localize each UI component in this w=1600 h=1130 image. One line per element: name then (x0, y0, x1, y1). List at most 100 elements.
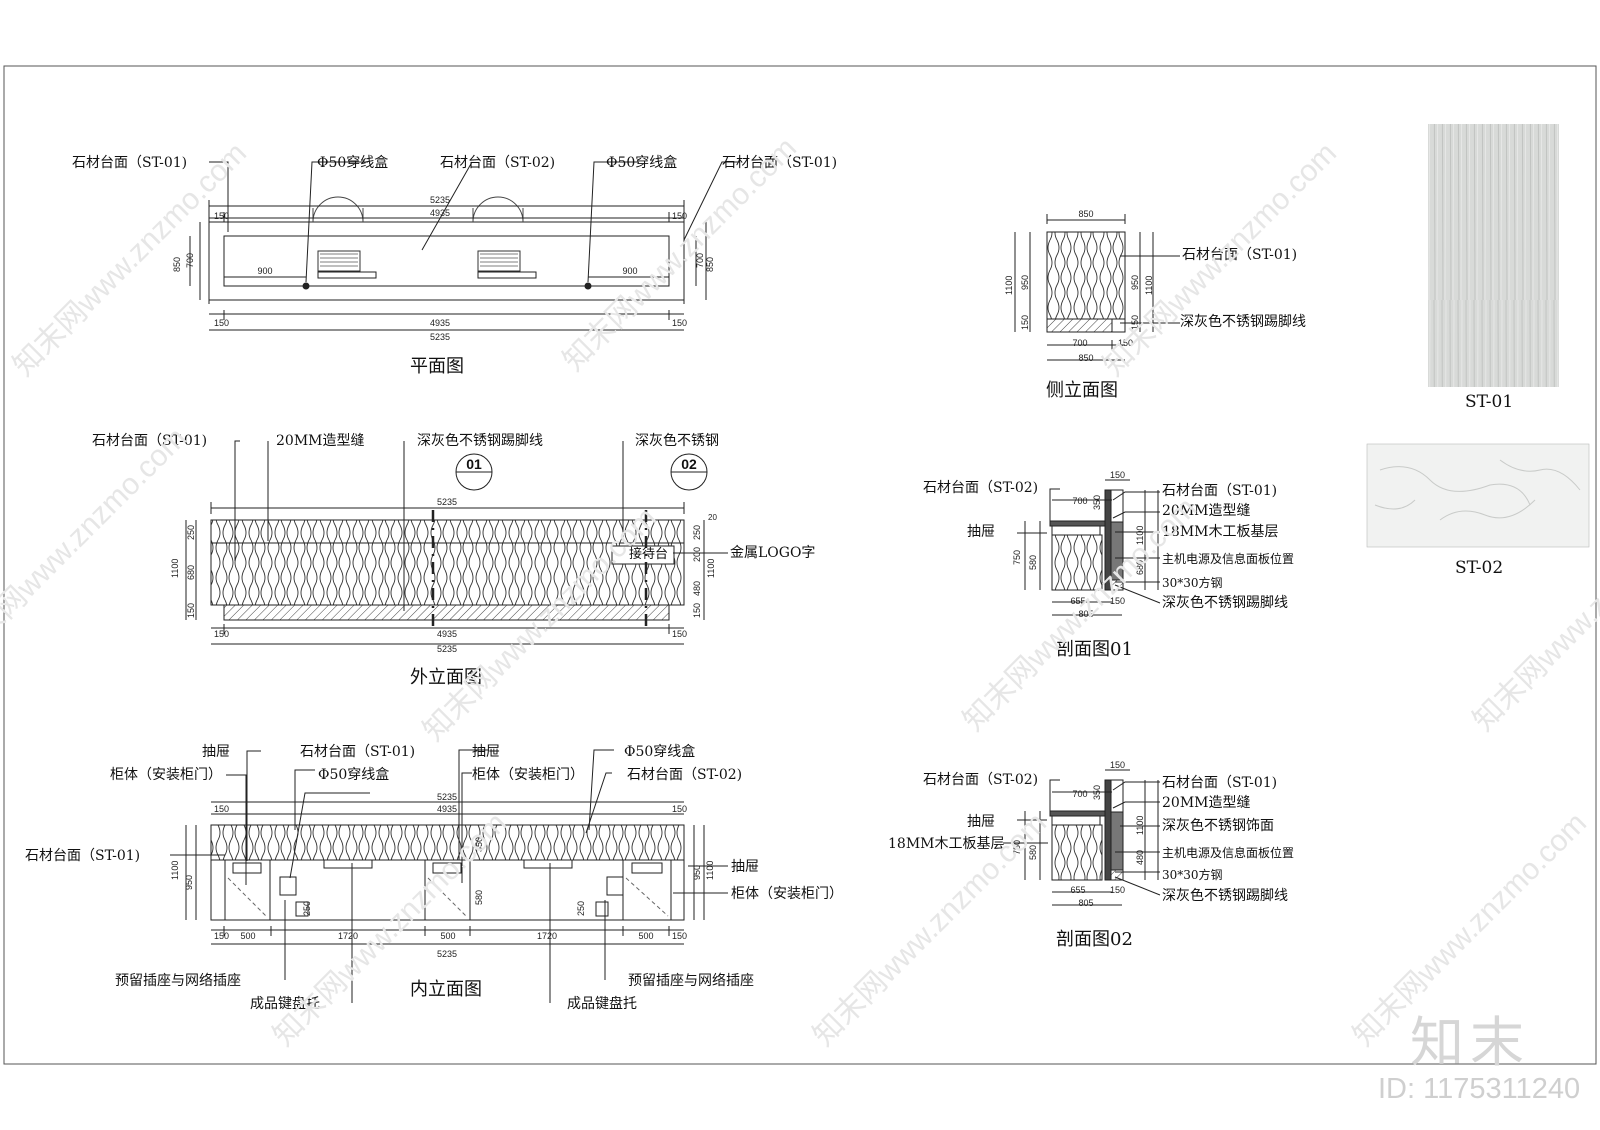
inner-dim-250: 250 (576, 901, 586, 916)
outer-label-groove: 20MM造型缝 (276, 433, 365, 449)
inner-label-keyboard-left: 成品键盘托 (250, 996, 320, 1012)
inner-label-drawer-right: 抽屉 (731, 859, 759, 875)
inner-dim-edge: 150 (214, 804, 229, 814)
s1-label-panel: 主机电源及信息面板位置 (1162, 552, 1295, 566)
inner-dim-500: 500 (638, 931, 653, 941)
s1-label-kickplate: 深灰色不锈钢踢脚线 (1162, 595, 1288, 611)
inner-label-socket-left: 预留插座与网络插座 (115, 973, 241, 989)
plan-dim-edge: 150 (672, 318, 687, 328)
outer-dim-height: 1100 (170, 559, 180, 578)
inner-label-socket-right: 预留插座与网络插座 (628, 973, 754, 989)
inner-dim-edge: 150 (672, 804, 687, 814)
plan-dim-edge: 150 (214, 318, 229, 328)
section-01 (1017, 479, 1161, 616)
inner-label-cabinet-middle: 柜体（安装柜门） (472, 767, 584, 783)
outer-elevation-title: 外立面图 (410, 667, 482, 688)
plan-label-st01-right: 石材台面（ST-01) (722, 155, 838, 171)
outer-dim-height-right: 1100 (706, 559, 716, 578)
s2-dim-350: 350 (1092, 785, 1102, 800)
section-marker-01: 01 (466, 456, 482, 472)
inner-label-st02: 石材台面（ST-02) (627, 767, 743, 783)
plan-dim-edge: 150 (214, 211, 229, 221)
swatch-st02 (1366, 443, 1590, 548)
side-label-st01: 石材台面（ST-01) (1182, 247, 1298, 263)
s2-label-groove: 20MM造型缝 (1162, 795, 1251, 811)
swatch-st01-caption: ST-01 (1465, 392, 1514, 412)
inner-dim-500: 500 (240, 931, 255, 941)
outer-dim-total: 5235 (437, 497, 457, 507)
plan-label-st01-left: 石材台面（ST-01) (72, 155, 188, 171)
inner-dimension-text: 5235 4935 5235 150 150 150 150 500 500 5… (170, 792, 715, 959)
side-elevation-title: 侧立面图 (1046, 380, 1118, 401)
inner-dim-total-bottom: 5235 (437, 949, 457, 959)
inner-elevation (170, 749, 728, 1003)
side-dim-850: 850 (1078, 209, 1093, 219)
s1-dim-700: 700 (1072, 496, 1087, 506)
side-dim-150-left: 150 (1020, 315, 1030, 330)
s1-dim-350: 350 (1092, 495, 1102, 510)
outer-dim-250: 250 (186, 525, 196, 540)
s1-dim-150-bottom: 150 (1110, 596, 1125, 606)
swatch-st02-caption: ST-02 (1455, 558, 1504, 578)
s2-dim-805: 805 (1078, 898, 1093, 908)
plan-label-wire-box-right: Φ50穿线盒 (606, 155, 678, 171)
outer-dim-200: 200 (692, 547, 702, 562)
swatch-st01 (1428, 124, 1559, 387)
s1-label-groove: 20MM造型缝 (1162, 503, 1251, 519)
plan-dim-inner-bottom: 4935 (430, 318, 450, 328)
s2-label-st01: 石材台面（ST-01) (1162, 775, 1278, 791)
inner-dim-1720: 1720 (537, 931, 557, 941)
s1-dim-750: 750 (1012, 550, 1022, 565)
inner-elevation-title: 内立面图 (410, 979, 482, 1000)
s1-dim-150: 150 (1110, 470, 1125, 480)
outer-dim-680: 680 (186, 565, 196, 580)
outer-dim-250-right: 250 (692, 525, 702, 540)
outer-dim-480: 480 (692, 581, 702, 596)
outer-label-steel: 深灰色不锈钢 (635, 433, 719, 449)
s2-dim-1100: 1100 (1135, 816, 1145, 835)
plan-label-wire-box-left: Φ50穿线盒 (317, 155, 389, 171)
side-dim-700: 700 (1072, 338, 1087, 348)
s1-label-st01: 石材台面（ST-01) (1162, 483, 1278, 499)
inner-dim-350: 350 (474, 837, 484, 852)
s1-label-st02: 石材台面（ST-02) (923, 480, 1039, 496)
outer-dim-edge: 150 (672, 629, 687, 639)
section-02-dimension-text: 700 655 805 150 150 750 580 1100 480 350 (1012, 760, 1145, 908)
inner-label-st01: 石材台面（ST-01) (300, 744, 416, 760)
s1-dim-580: 580 (1028, 555, 1038, 570)
outer-section-markers: 01 02 (466, 456, 697, 472)
outer-dim-total-bottom: 5235 (437, 644, 457, 654)
inner-dim-250: 250 (302, 901, 312, 916)
inner-dim-500: 500 (440, 931, 455, 941)
s2-label-st02: 石材台面（ST-02) (923, 772, 1039, 788)
s2-dim-150: 150 (1110, 760, 1125, 770)
inner-label-wire-box-left: Φ50穿线盒 (318, 767, 390, 783)
inner-label-st01-left: 石材台面（ST-01) (25, 848, 141, 864)
section-01-dimension-text: 700 655 805 150 150 750 580 1100 680 350 (1012, 470, 1145, 619)
s1-label-steel-tube: 30*30方钢 (1162, 576, 1223, 590)
plan-title: 平面图 (410, 356, 464, 377)
inner-dim-950: 950 (184, 875, 194, 890)
inner-dim-1100-right: 1100 (705, 861, 715, 880)
s2-dim-700: 700 (1072, 789, 1087, 799)
s2-dim-150-bottom: 150 (1110, 885, 1125, 895)
outer-label-st01: 石材台面（ST-01) (92, 433, 208, 449)
s1-dim-680: 680 (1135, 560, 1145, 575)
s1-label-drawer: 抽屉 (967, 524, 995, 540)
inner-dim-edge: 150 (214, 931, 229, 941)
inner-label-cabinet-right: 柜体（安装柜门） (731, 886, 843, 902)
outer-dimension-text: 5235 4935 5235 150 150 1100 680 250 150 … (170, 497, 717, 654)
plan-dim-total-bottom: 5235 (430, 332, 450, 342)
plan-dim-offset: 900 (622, 266, 637, 276)
side-dim-150: 150 (1118, 338, 1133, 348)
outer-dim-inner: 4935 (437, 629, 457, 639)
s2-label-panel: 主机电源及信息面板位置 (1162, 846, 1295, 860)
outer-dim-150-right: 150 (692, 603, 702, 618)
s1-dim-805: 805 (1078, 609, 1093, 619)
plan-label-st02: 石材台面（ST-02) (440, 155, 556, 171)
outer-label-logo: 金属LOGO字 (730, 545, 816, 561)
section-marker-02: 02 (681, 456, 697, 472)
plan-dim-inner-depth: 700 (185, 253, 195, 268)
plan-view (189, 161, 740, 331)
